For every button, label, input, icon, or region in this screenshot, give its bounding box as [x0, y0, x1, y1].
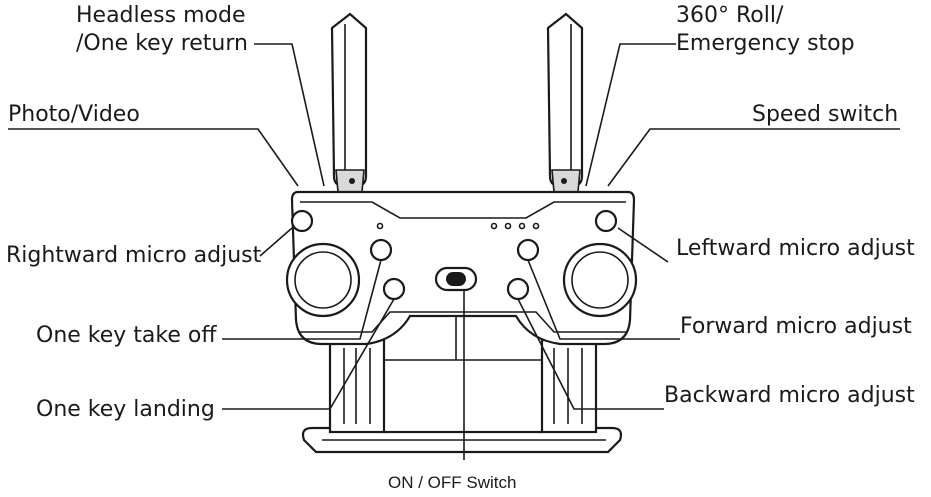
controller-stand	[301, 298, 623, 454]
landing-button	[382, 277, 406, 301]
forward-micro-adjust-button	[516, 238, 540, 262]
right-antenna	[546, 12, 584, 193]
photo-video-label: Photo/Video	[8, 102, 140, 127]
forward-micro-adjust-label: Forward micro adjust	[680, 314, 912, 339]
rightward-micro-adjust-label: Rightward micro adjust	[6, 243, 262, 268]
backward-micro-adjust-button	[506, 277, 530, 301]
leftward-micro-adjust-label: Leftward micro adjust	[676, 236, 915, 261]
one-key-take-off-label: One key take off	[36, 323, 217, 348]
on-off-switch	[434, 266, 478, 292]
one-key-landing-label: One key landing	[36, 397, 215, 422]
backward-micro-adjust-label: Backward micro adjust	[664, 383, 915, 408]
emergency-stop-label: Emergency stop	[676, 31, 855, 56]
left-joystick	[285, 242, 361, 318]
headless-mode-label: Headless mode	[76, 3, 246, 28]
on-off-switch-label: ON / OFF Switch	[388, 473, 517, 492]
right-joystick	[562, 242, 638, 318]
rightward-micro-adjust-button	[290, 209, 314, 233]
roll-label: 360° Roll/	[676, 3, 784, 28]
leftward-micro-adjust-button	[594, 209, 618, 233]
one-key-return-label: /One key return	[76, 31, 248, 56]
callout-lines	[8, 43, 900, 460]
take-off-button	[369, 238, 393, 262]
speed-switch-label: Speed switch	[752, 102, 899, 127]
left-antenna	[330, 12, 368, 193]
